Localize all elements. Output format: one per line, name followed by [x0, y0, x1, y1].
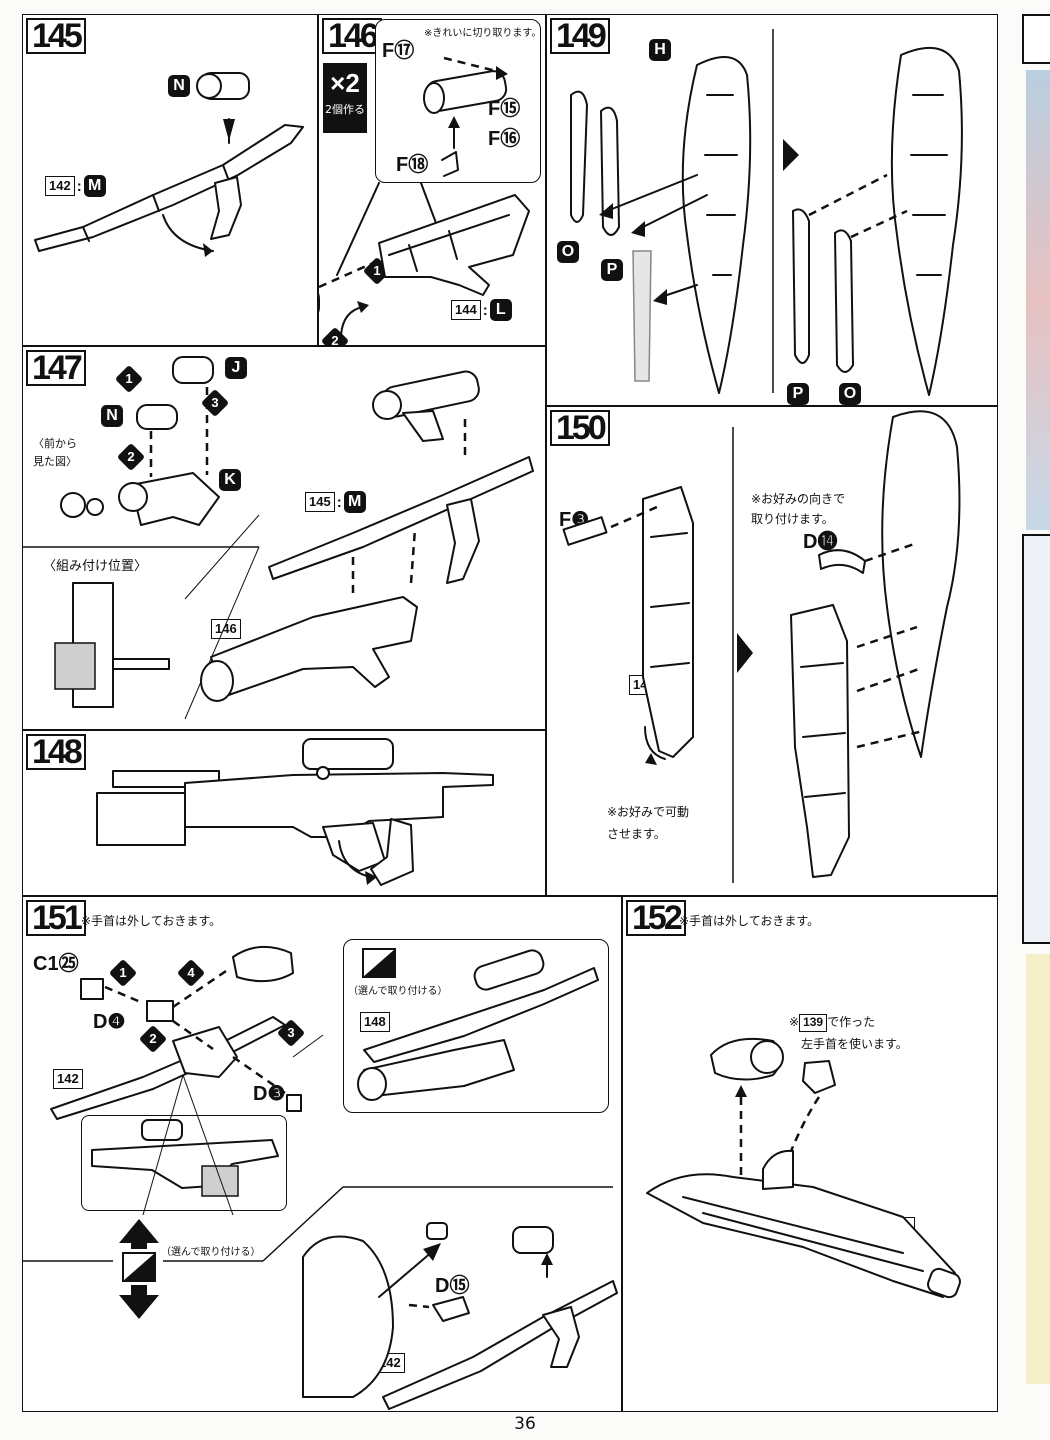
part-p-left: P: [601, 259, 623, 281]
updown-arrow-icon: [119, 1219, 159, 1319]
detail-drawing: [91, 1119, 279, 1197]
step-number: 146: [322, 18, 382, 54]
part-f17: F⑰: [382, 40, 415, 62]
part-d15: D⑮: [435, 1275, 470, 1297]
make-two-badge: ×2 2個作る: [323, 63, 367, 133]
step-151-panel: 151 ※手首は外しておきます。 C1㉕ D❹ D❸ D⑮ 1 2 3 4 14…: [22, 896, 622, 1412]
wrist-note: ※手首は外しておきます。: [679, 914, 820, 928]
choose-attach-label-2: （選んで取り付ける）: [161, 1247, 261, 1258]
rifle-drawing: [34, 72, 304, 257]
ref-145-m: 145:M: [305, 491, 366, 513]
part-d3: D❸: [253, 1083, 286, 1105]
movable-note: ※お好みで可動 させます。: [607, 805, 690, 841]
part-f16: F⑯: [488, 128, 521, 150]
step-148-panel: 148: [22, 730, 546, 896]
step-number: 149: [550, 18, 610, 54]
adjacent-page-edge: [1022, 14, 1050, 1412]
part-c1-25: C1㉕: [33, 953, 79, 975]
ref-144-l: 144:L: [451, 299, 512, 321]
ref-148: 148: [360, 1012, 390, 1032]
part-o-right: O: [839, 383, 861, 405]
barrel-assembly-drawing: [319, 182, 530, 336]
step-145-panel: 145 N 142:M: [22, 14, 318, 346]
trim-note: ※きれいに切り取ります。: [424, 28, 542, 39]
detail-box: [81, 1115, 287, 1211]
part-f18: F⑱: [396, 154, 429, 176]
part-p-right: P: [787, 383, 809, 405]
ref-142: 142: [53, 1069, 83, 1089]
rifle-handfit-drawing: [23, 946, 618, 1410]
step-147-panel: 147 N J K 1 2 3 〈前から 見た図〉 〈組み付け位置〉 145:M…: [22, 346, 546, 730]
ref-146: 146: [211, 619, 241, 639]
finished-rifle-drawing: [96, 738, 494, 886]
step-150-panel: 150 F❸ D⓮ 146 ※お好みで可動 させます。 ※お好みの向きで 取り付…: [546, 406, 998, 896]
step-number: 147: [26, 350, 86, 386]
part-d14: D⓮: [803, 531, 838, 553]
shield-hand-drawing: [646, 1037, 961, 1299]
rifle-option-drawing: [357, 949, 599, 1101]
runner-callout: ※きれいに切り取ります。 F⑰ F⑮ F⑯ F⑱: [375, 19, 541, 183]
step-number: 148: [26, 734, 86, 770]
assembly-position-label: 〈組み付け位置〉: [43, 559, 148, 574]
step-number: 152: [626, 900, 686, 936]
shield-exploded-drawing: [570, 29, 963, 396]
step-149-panel: 149 H O P P O: [546, 14, 998, 406]
choose-attach-label: （選んで取り付ける）: [348, 986, 448, 997]
orientation-note: ※お好みの向きで 取り付けます。: [751, 492, 846, 526]
front-view-label: 〈前から 見た図〉: [33, 437, 77, 468]
barrel-part-drawing: [423, 56, 508, 177]
ref-142-m: 142:M: [45, 175, 106, 197]
scope-assembly-drawing: [23, 356, 534, 720]
choose-attach-callout: （選んで取り付ける） 148: [343, 939, 609, 1113]
step-number: 151: [26, 900, 86, 936]
part-k: K: [219, 469, 241, 491]
part-label-n: N: [168, 75, 190, 97]
part-o-left: O: [557, 241, 579, 263]
part-d4: D❹: [93, 1011, 126, 1033]
part-f15: F⑮: [488, 98, 521, 120]
wrist-note: ※手首は外しておきます。: [81, 914, 222, 928]
step-number: 145: [26, 18, 86, 54]
shield-mount-drawing: [562, 410, 961, 883]
page-number: 36: [514, 1414, 536, 1434]
choose-icon: [362, 948, 396, 978]
part-n: N: [101, 405, 123, 427]
part-h: H: [649, 39, 671, 61]
step-146-panel: 146 ×2 2個作る ※きれいに切り取ります。 F⑰ F⑮ F⑯ F⑱ 1 2…: [318, 14, 546, 346]
part-j: J: [225, 357, 247, 379]
step-number: 150: [550, 410, 610, 446]
